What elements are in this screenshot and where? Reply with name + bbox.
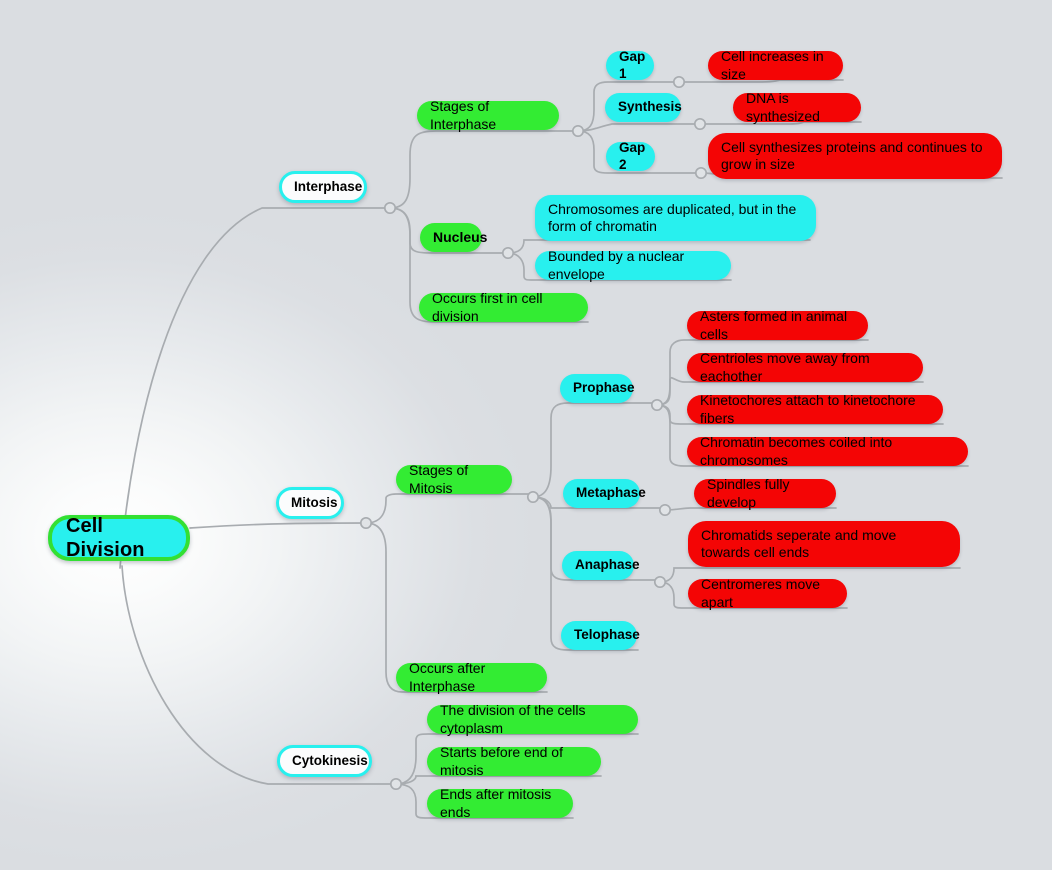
- mindmap-node-label: Anaphase: [575, 557, 640, 573]
- mindmap-node-nucleus_c1[interactable]: Chromosomes are duplicated, but in the f…: [535, 195, 816, 241]
- mindmap-node-label: Gap 2: [619, 140, 646, 172]
- mindmap-node-label: Spindles fully develop: [707, 476, 790, 510]
- mindmap-node-stages_mitosis[interactable]: Stages of Mitosis: [396, 462, 512, 496]
- mindmap-node-prophase[interactable]: Prophase: [560, 374, 635, 403]
- mindmap-node-gap1_c1[interactable]: Cell increases in size: [708, 48, 843, 82]
- root-node-label: Cell Division: [66, 514, 145, 561]
- mindmap-node-prophase_c1[interactable]: Asters formed in animal cells: [687, 308, 868, 342]
- mindmap-node-anaphase[interactable]: Anaphase: [562, 551, 640, 580]
- junction-dot[interactable]: [653, 575, 667, 589]
- mindmap-node-label: Centrioles move away from eachother: [700, 350, 870, 384]
- mindmap-node-interphase[interactable]: Interphase: [279, 171, 367, 203]
- mindmap-node-label: Bounded by a nuclear envelope: [548, 248, 685, 282]
- edge-root-mitosis: [189, 522, 367, 529]
- mindmap-node-label: Cell increases in size: [721, 48, 824, 82]
- mindmap-node-prophase_c2[interactable]: Centrioles move away from eachother: [687, 350, 923, 384]
- mindmap-node-nucleus_c2[interactable]: Bounded by a nuclear envelope: [535, 248, 731, 282]
- mindmap-node-label: Metaphase: [576, 485, 646, 501]
- mindmap-node-label: Occurs first in cell division: [432, 290, 543, 324]
- mindmap-node-label: Chromatids seperate and move towards cel…: [701, 526, 897, 560]
- junction-dot[interactable]: [359, 516, 373, 530]
- mindmap-node-synthesis[interactable]: Synthesis: [605, 93, 682, 122]
- mindmap-node-interphase_c3[interactable]: Occurs first in cell division: [419, 290, 588, 324]
- mindmap-node-cyto_c2[interactable]: Starts before end of mitosis: [427, 744, 601, 778]
- root-node[interactable]: Cell Division: [48, 515, 190, 561]
- mindmap-node-cytokinesis[interactable]: Cytokinesis: [277, 745, 372, 777]
- junction-dot[interactable]: [658, 503, 672, 517]
- mindmap-node-label: Chromatin becomes coiled into chromosome…: [700, 434, 893, 468]
- mindmap-node-label: Nucleus: [433, 228, 488, 245]
- junction-dot[interactable]: [693, 117, 707, 131]
- mindmap-node-metaphase_c1[interactable]: Spindles fully develop: [694, 476, 836, 510]
- mindmap-node-label: Interphase: [294, 178, 363, 194]
- mindmap-node-label: Prophase: [573, 380, 635, 396]
- mindmap-node-label: Mitosis: [291, 494, 338, 510]
- mindmap-node-prophase_c4[interactable]: Chromatin becomes coiled into chromosome…: [687, 434, 968, 468]
- mindmap-node-label: Gap 1: [619, 49, 646, 81]
- mindmap-node-prophase_c3[interactable]: Kinetochores attach to kinetochore fiber…: [687, 392, 943, 426]
- edge-stages-synthesis: [577, 123, 701, 132]
- junction-dot[interactable]: [389, 777, 403, 791]
- mindmap-node-label: Ends after mitosis ends: [440, 786, 552, 820]
- mindmap-node-anaphase_c1[interactable]: Chromatids seperate and move towards cel…: [688, 521, 960, 567]
- junction-dot[interactable]: [571, 124, 585, 138]
- mindmap-node-anaphase_c2[interactable]: Centromeres move apart: [688, 576, 847, 610]
- mindmap-node-label: Occurs after Interphase: [409, 660, 486, 694]
- junction-dot[interactable]: [383, 201, 397, 215]
- junction-dot[interactable]: [650, 398, 664, 412]
- mindmap-node-gap2[interactable]: Gap 2: [606, 140, 655, 172]
- mindmap-node-metaphase[interactable]: Metaphase: [563, 479, 646, 508]
- mindmap-node-telophase[interactable]: Telophase: [561, 621, 640, 650]
- junction-dot[interactable]: [501, 246, 515, 260]
- mindmap-node-label: Asters formed in animal cells: [700, 308, 848, 342]
- mindmap-node-label: Centromeres move apart: [701, 576, 821, 610]
- mindmap-node-mitosis[interactable]: Mitosis: [276, 487, 344, 519]
- junction-dot[interactable]: [526, 490, 540, 504]
- mindmap-node-stages_interphase[interactable]: Stages of Interphase: [417, 98, 559, 132]
- junction-dot[interactable]: [672, 75, 686, 89]
- mindmap-node-label: Starts before end of mitosis: [440, 744, 563, 778]
- mindmap-node-label: Stages of Interphase: [430, 98, 497, 132]
- mindmap-node-label: Cell synthesizes proteins and continues …: [721, 138, 983, 172]
- mindmap-node-cyto_c3[interactable]: Ends after mitosis ends: [427, 786, 573, 820]
- edge-mitosis-stages: [365, 493, 534, 524]
- mindmap-node-cyto_c1[interactable]: The division of the cells cytoplasm: [427, 702, 638, 736]
- mindmap-node-mitosis_c2[interactable]: Occurs after Interphase: [396, 660, 547, 694]
- mindmap-node-label: Synthesis: [618, 99, 682, 115]
- junction-dot[interactable]: [694, 166, 708, 180]
- mindmap-node-label: Chromosomes are duplicated, but in the f…: [548, 200, 797, 234]
- mindmap-node-label: Stages of Mitosis: [409, 462, 469, 496]
- mindmap-node-gap2_c1[interactable]: Cell synthesizes proteins and continues …: [708, 133, 1002, 179]
- mindmap-node-label: The division of the cells cytoplasm: [440, 702, 586, 736]
- mindmap-node-label: Telophase: [574, 627, 640, 643]
- mindmap-node-nucleus[interactable]: Nucleus: [420, 223, 488, 252]
- mindmap-node-label: Cytokinesis: [292, 752, 368, 768]
- mindmap-node-synthesis_c1[interactable]: DNA is synthesized: [733, 90, 861, 124]
- mindmap-node-label: Kinetochores attach to kinetochore fiber…: [700, 392, 916, 426]
- mindmap-node-label: DNA is synthesized: [746, 90, 820, 124]
- mindmap-node-gap1[interactable]: Gap 1: [606, 49, 654, 81]
